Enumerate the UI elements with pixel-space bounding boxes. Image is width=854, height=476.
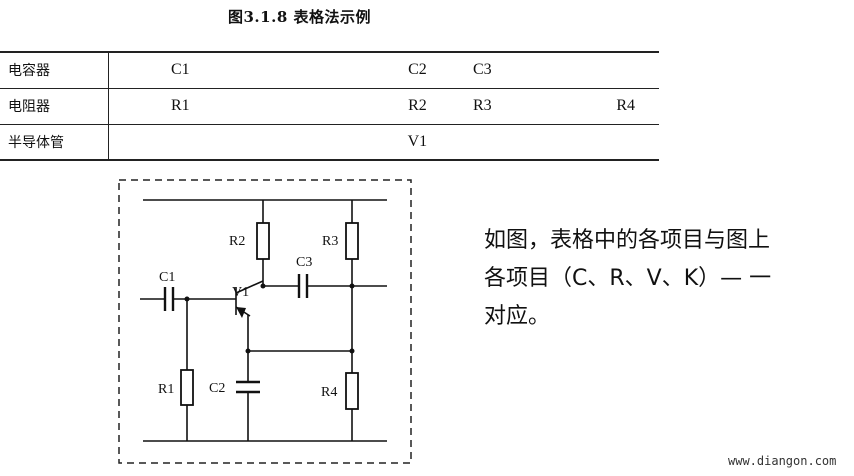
label-r4: R4: [321, 385, 337, 400]
resistor-r2-body: [256, 222, 270, 260]
table-cell: R3: [450, 88, 515, 125]
description-line: 如图，表格中的各项目与图上: [484, 228, 771, 253]
table-row: 电阻器 R1 R2 R3 R4: [0, 88, 659, 125]
resistor-r3-body: [345, 222, 359, 260]
table-cell: V1: [384, 124, 451, 161]
junction-dots: [184, 283, 355, 354]
description-line: 各项目（C、R、V、K）— 一: [484, 266, 772, 291]
table-cell: R1: [108, 88, 385, 125]
label-v1: V1: [232, 285, 249, 300]
description-line: 对应。: [484, 304, 551, 329]
row-category-capacitor: 电容器: [0, 51, 109, 89]
watermark: www.diangon.com: [728, 454, 837, 468]
figure-caption: 图3.1.8 表格法示例: [228, 8, 371, 26]
label-c3: C3: [296, 255, 312, 270]
row-category-resistor: 电阻器: [0, 88, 109, 125]
table-cell: [514, 124, 659, 161]
transistor-emitter-arrow: [236, 307, 246, 318]
label-r2: R2: [229, 234, 245, 249]
table-cell: C3: [450, 51, 515, 89]
dashed-border: [118, 179, 412, 464]
table-cell: C2: [384, 51, 451, 89]
label-r1: R1: [158, 382, 174, 397]
table-cell: R4: [514, 88, 659, 125]
capacitor-plates: [163, 274, 309, 394]
table-row: 半导体管 V1: [0, 124, 659, 161]
table-cell: [514, 51, 659, 89]
table-cell: [108, 124, 385, 161]
description-text: 如图，表格中的各项目与图上 各项目（C、R、V、K）— 一 对应。: [484, 222, 844, 336]
label-c1: C1: [159, 270, 175, 285]
label-c2: C2: [209, 381, 225, 396]
resistor-r4-body: [345, 372, 359, 410]
resistor-bodies: [180, 222, 359, 410]
row-category-semiconductor: 半导体管: [0, 124, 109, 161]
table-cell: [450, 124, 515, 161]
component-table: 电容器 C1 C2 C3 电阻器 R1 R2 R3 R4 半导体管 V1: [0, 51, 659, 161]
resistor-r1-body: [180, 369, 194, 406]
table-cell: R2: [384, 88, 451, 125]
table-cell: C1: [108, 51, 385, 89]
label-r3: R3: [322, 234, 338, 249]
table-row: 电容器 C1 C2 C3: [0, 51, 659, 89]
